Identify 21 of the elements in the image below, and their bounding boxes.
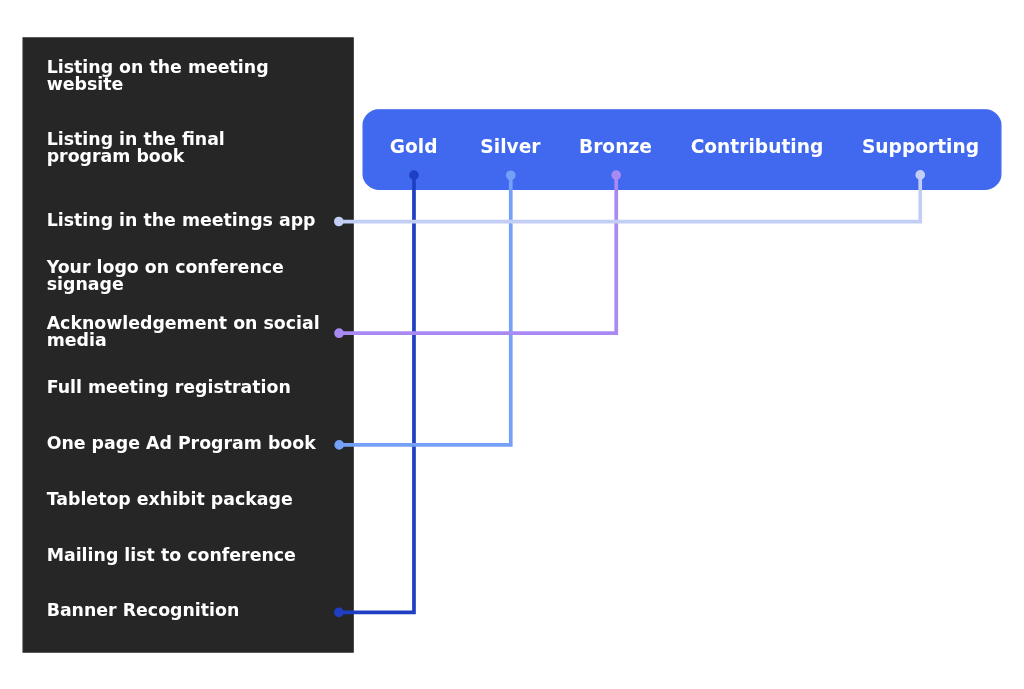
node-text: Supporting: [861, 135, 980, 157]
node-text: One page Ad Program book: [46, 432, 316, 453]
node-text: Acknowledgement on social media: [46, 312, 320, 350]
node-text: Listing in the meetings app: [46, 209, 316, 230]
node-text: Listing in the final program book: [46, 128, 225, 166]
node-text: Gold: [389, 135, 438, 157]
node-text: Contributing: [690, 135, 824, 157]
cluster: [22, 36, 354, 653]
node-text: Listing on the meeting website: [46, 56, 269, 94]
node-text: Bronze: [579, 135, 652, 157]
node-text: Tabletop exhibit package: [46, 488, 293, 509]
node-text: Full meeting registration: [46, 376, 291, 397]
node-text: Banner Recognition: [46, 599, 240, 620]
connector: [334, 169, 516, 450]
connector: [334, 169, 622, 338]
cluster: [362, 108, 1002, 190]
node-text: Silver: [480, 135, 541, 157]
connector: [334, 169, 419, 617]
connector: [334, 169, 926, 226]
node-text: Mailing list to conference: [46, 544, 296, 565]
node-text: Your logo on conference signage: [46, 256, 284, 294]
